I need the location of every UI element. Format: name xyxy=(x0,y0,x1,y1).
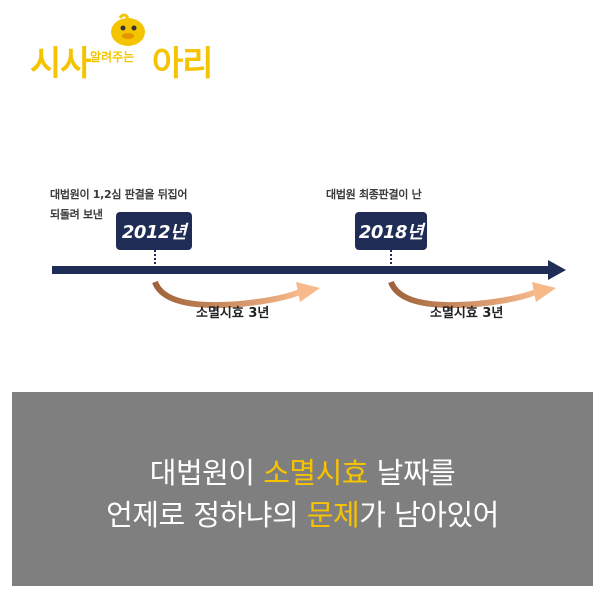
event1-arc-label: 소멸시효 3년 xyxy=(196,306,270,321)
arc-arrowhead-2-icon xyxy=(532,282,556,302)
event2-note: 대법원 최종판결이 난 xyxy=(326,188,422,201)
headline-line2-highlight: 문제 xyxy=(306,498,360,532)
event1-note-line2: 되돌려 보낸 xyxy=(50,208,103,221)
headline-panel: 대법원이 소멸시효 날짜를 언제로 정하냐의 문제가 남아있어 xyxy=(12,392,593,586)
headline-line1-highlight: 소멸시효 xyxy=(263,456,368,490)
headline-line2-pre: 언제로 정하냐의 xyxy=(106,498,307,532)
headline-line1-post: 날짜를 xyxy=(367,456,456,490)
duck-mascot-icon xyxy=(111,13,145,46)
year-badge-2012: 2012년 xyxy=(116,212,192,250)
timeline-graphic xyxy=(52,250,566,309)
arc-arrow-2 xyxy=(388,280,538,309)
logo-text-left: 시사 xyxy=(30,44,92,84)
headline-line2: 언제로 정하냐의 문제가 남아있어 xyxy=(12,492,593,534)
year-badge-2018: 2018년 xyxy=(355,212,427,250)
logo-text-middle: 알려주는 xyxy=(90,50,135,64)
event2-arc-label: 소멸시효 3년 xyxy=(430,306,504,321)
event1-note: 대법원이 1,2심 판결을 뒤집어 되돌려 보낸 xyxy=(50,185,188,225)
logo-text-right: 아리 xyxy=(152,44,214,84)
event1-note-line1: 대법원이 1,2심 판결을 뒤집어 xyxy=(50,188,188,201)
brand-logo: 시사 알려주는 아리 xyxy=(30,8,230,84)
headline-line1: 대법원이 소멸시효 날짜를 xyxy=(12,450,593,492)
arc-arrowhead-1-icon xyxy=(296,282,320,302)
timeline-bar xyxy=(52,266,552,274)
headline-line2-post: 가 남아있어 xyxy=(359,498,499,532)
arc-arrow-1 xyxy=(152,280,302,309)
headline-line1-pre: 대법원이 xyxy=(149,456,264,490)
timeline-arrowhead-icon xyxy=(548,260,566,280)
